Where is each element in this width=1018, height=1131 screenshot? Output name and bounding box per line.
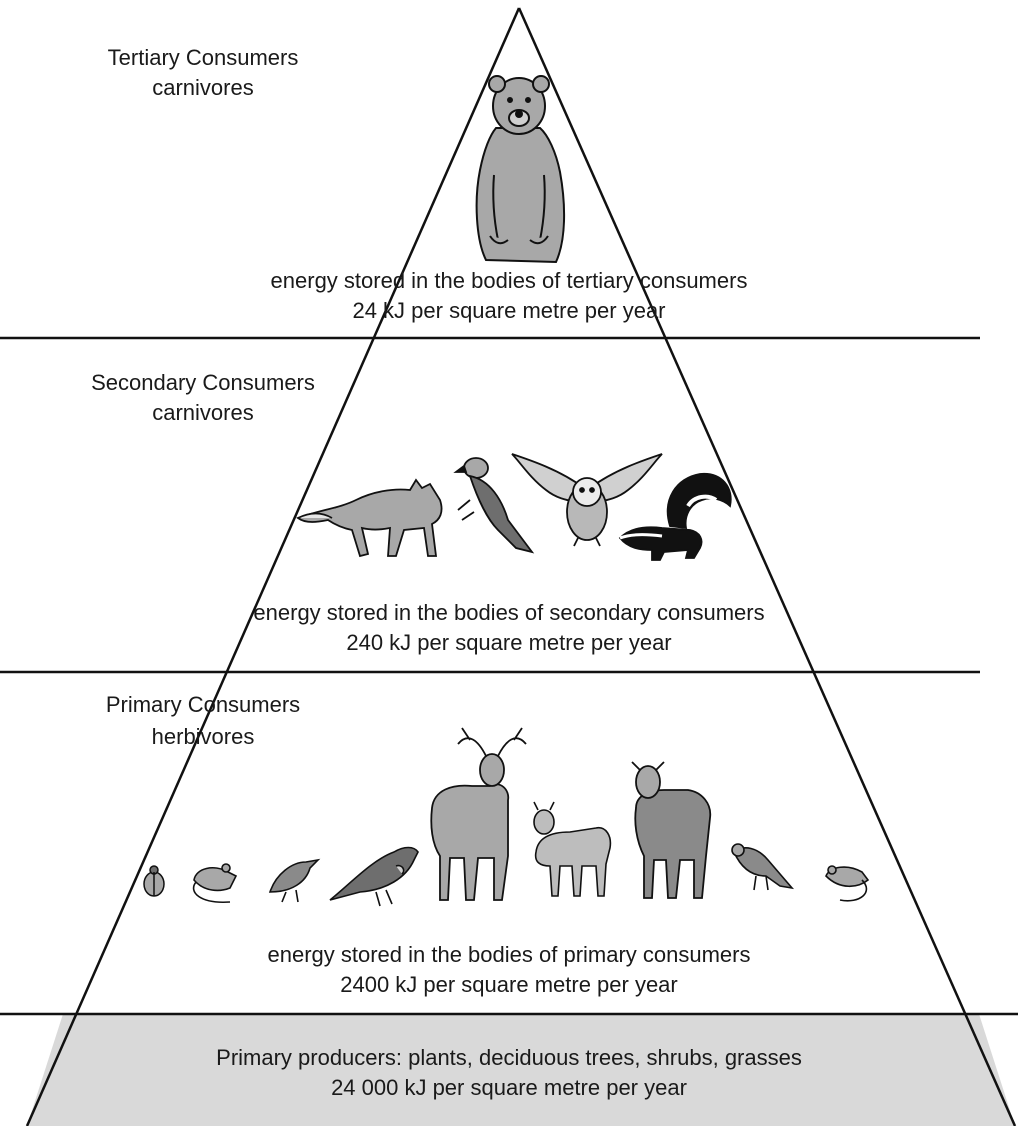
- beetle-illustration: [143, 865, 165, 897]
- tertiary-title: Tertiary Consumers: [107, 45, 299, 70]
- primary-subtitle: herbivores: [151, 724, 255, 749]
- secondary-subtitle: carnivores: [152, 400, 254, 425]
- pyramid-left-edge: [25, 7, 521, 1127]
- fawn-illustration: [533, 801, 612, 897]
- thrush-illustration: [329, 846, 419, 907]
- robin-illustration: [731, 843, 795, 891]
- mouse-illustration-left: [192, 863, 238, 903]
- skunk-illustration: [618, 473, 732, 561]
- woodpecker-illustration: [453, 457, 535, 554]
- doe-illustration: [631, 761, 712, 899]
- owl-illustration: [511, 453, 663, 547]
- secondary-energy-line2: 240 kJ per square metre per year: [346, 630, 672, 655]
- tertiary-energy-line2: 24 kJ per square metre per year: [352, 298, 666, 323]
- producers-line1: Primary producers: plants, deciduous tre…: [216, 1045, 802, 1070]
- fox-illustration: [296, 478, 443, 558]
- producer-band: [27, 1014, 1015, 1126]
- tertiary-subtitle: carnivores: [152, 75, 254, 100]
- secondary-title: Secondary Consumers: [91, 370, 315, 395]
- bear-illustration: [475, 75, 566, 264]
- primary-energy-line1: energy stored in the bodies of primary c…: [267, 942, 751, 967]
- primary-title: Primary Consumers: [105, 692, 301, 717]
- producers-line2: 24 000 kJ per square metre per year: [331, 1075, 687, 1100]
- primary-energy-line2: 2400 kJ per square metre per year: [340, 972, 678, 997]
- sparrow-illustration: [268, 858, 321, 903]
- secondary-energy-line1: energy stored in the bodies of secondary…: [253, 600, 765, 625]
- tertiary-energy-line1: energy stored in the bodies of tertiary …: [270, 268, 748, 293]
- mouse-illustration-right: [825, 865, 870, 902]
- stag-illustration: [430, 727, 527, 901]
- pyramid-right-edge: [517, 7, 1017, 1127]
